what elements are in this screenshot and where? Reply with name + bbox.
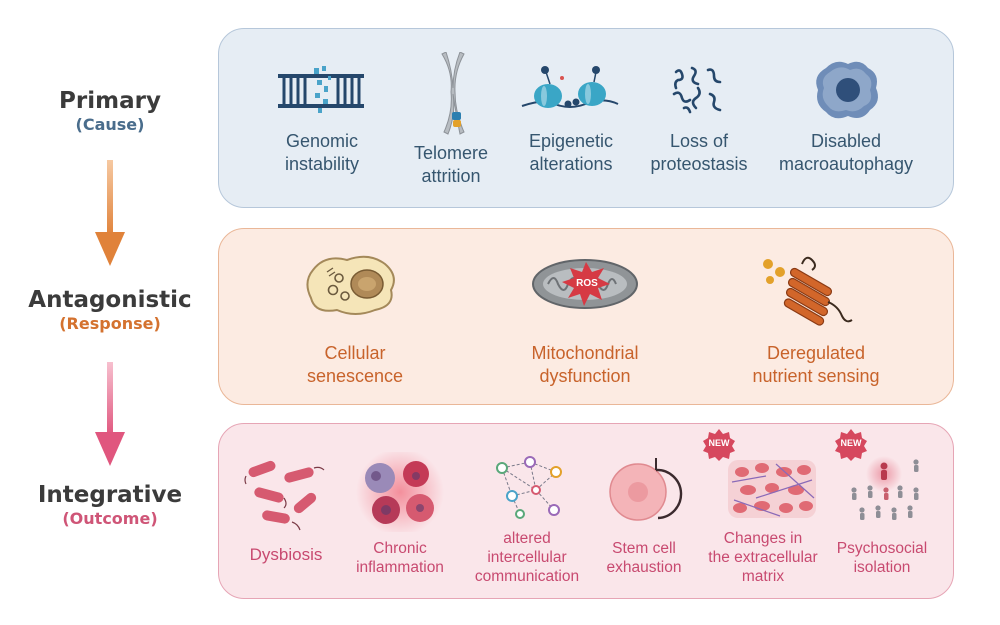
caption-chronic-inflammation: Chronic inflammation	[356, 540, 444, 576]
tier-subtitle-primary: (Cause)	[75, 115, 145, 135]
caption-genomic-instability: Genomic instability	[284, 131, 360, 174]
caption-psychosocial-isolation: Psychosocial isolation	[836, 540, 928, 576]
new-badge-icon	[835, 429, 867, 461]
caption-loss-of-proteostasis: Loss of proteostasis	[650, 131, 748, 174]
arrow-down-icon	[95, 362, 125, 466]
caption-changes-in-the-extracellular-matrix: Changes in the extracellular matrix	[708, 530, 818, 585]
caption-telomere-attrition: Telomere attrition	[413, 143, 489, 186]
tier-subtitle-integrative: (Outcome)	[62, 509, 158, 529]
primary-panel	[218, 28, 954, 208]
new-badge-label: NEW	[708, 438, 730, 448]
caption-deregulated-nutrient-sensing: Deregulated nutrient sensing	[752, 343, 880, 386]
tier-label-antagonistic: Antagonistic (Response)	[0, 287, 220, 336]
new-badge-icon	[703, 429, 735, 461]
tier-title-primary: Primary	[59, 88, 161, 114]
ecm-icon	[728, 460, 816, 518]
caption-stem-cell-exhaustion: Stem cell exhaustion	[606, 540, 682, 576]
caption-epigenetic-alterations: Epigenetic alterations	[528, 131, 614, 174]
tier-subtitle-antagonistic: (Response)	[59, 314, 161, 334]
protein-aggregate-icon	[672, 66, 722, 114]
ros-badge-label: ROS	[576, 278, 598, 289]
stem-cell-icon	[609, 458, 683, 521]
inflammation-cells-icon	[356, 452, 444, 532]
tier-title-antagonistic: Antagonistic	[28, 287, 192, 313]
senescent-cell-icon	[306, 255, 395, 315]
integrative-panel	[218, 423, 954, 599]
tier-label-primary: Primary (Cause)	[0, 88, 220, 137]
caption-mitochondrial-dysfunction: Mitochondrial dysfunction	[531, 343, 639, 386]
new-badge-label: NEW	[840, 438, 862, 448]
nucleosome-icon	[521, 66, 619, 108]
dna-damage-icon	[278, 66, 364, 113]
bacteria-icon	[244, 460, 325, 531]
tier-title-integrative: Integrative	[37, 482, 183, 508]
caption-dysbiosis: Dysbiosis	[249, 545, 323, 564]
caption-altered-intercellular-communication: altered intercellular communication	[474, 530, 580, 585]
network-icon	[496, 456, 562, 519]
antagonistic-panel	[218, 228, 954, 405]
caption-disabled-macroautophagy: Disabled macroautophagy	[778, 131, 914, 174]
tier-label-integrative: Integrative (Outcome)	[0, 482, 220, 531]
arrow-down-icon	[95, 160, 125, 266]
mitochondrion-ros-icon	[532, 259, 638, 309]
isolated-person-icon	[851, 456, 919, 520]
autophagy-cell-icon	[816, 61, 878, 119]
chromosome-icon	[441, 52, 465, 135]
caption-cellular-senescence: Cellular senescence	[306, 343, 404, 386]
receptor-nutrient-icon	[763, 256, 853, 326]
